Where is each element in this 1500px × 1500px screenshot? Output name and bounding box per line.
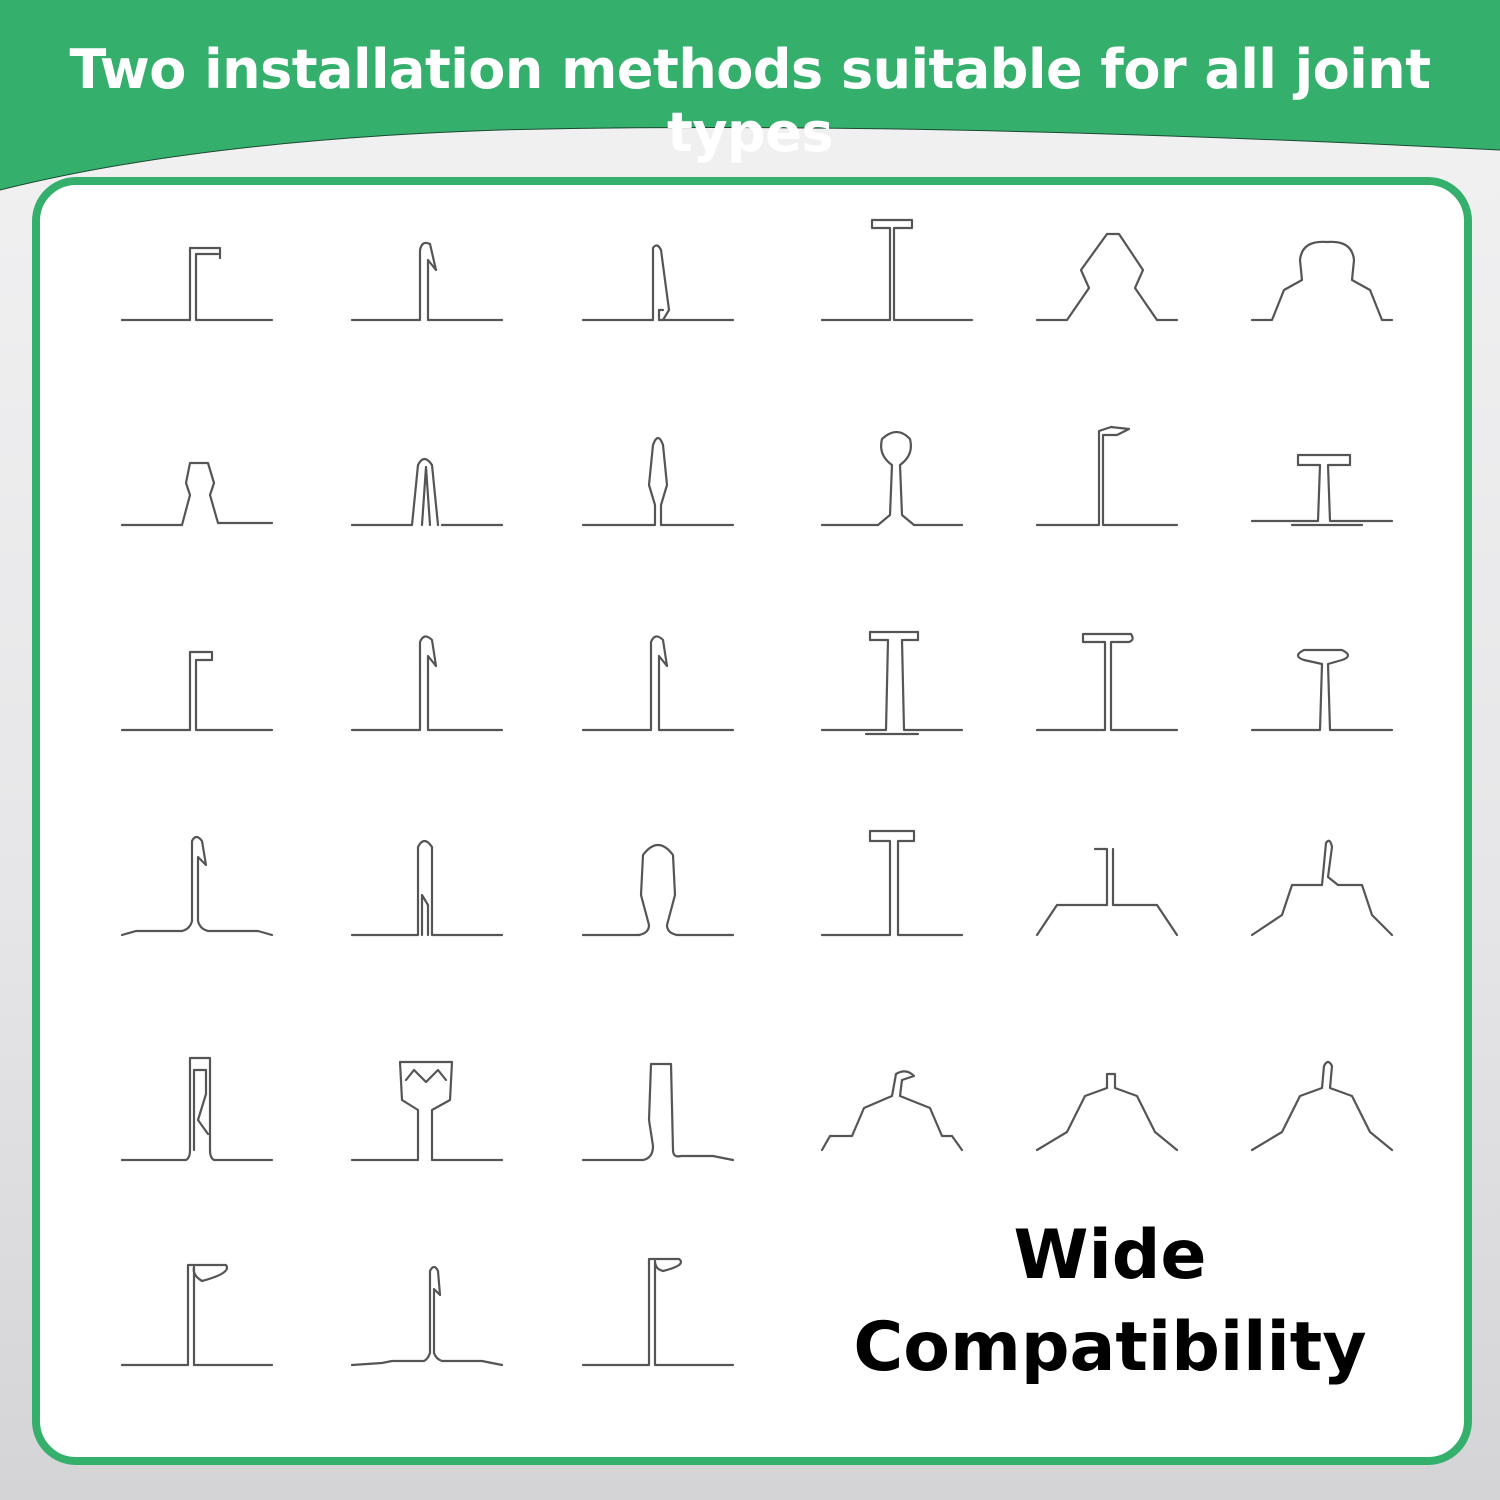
seam-profile-7	[120, 425, 274, 545]
seam-profile-13	[120, 630, 274, 750]
seam-profile-drawing	[120, 1056, 274, 1162]
seam-profile-25	[120, 1050, 274, 1170]
caption-line-1: Wide	[1013, 1216, 1207, 1295]
wide-compatibility-caption: Wide Compatibility	[820, 1210, 1400, 1394]
seam-profile-33	[581, 1257, 735, 1385]
seam-profile-drawing	[1250, 453, 1394, 527]
seam-profile-2	[350, 220, 504, 340]
seam-profile-drawing	[1250, 648, 1394, 732]
seam-profile-drawing	[120, 1263, 274, 1367]
seam-profile-23	[1035, 835, 1187, 955]
seam-profile-22	[820, 829, 972, 955]
seam-profile-1	[120, 220, 274, 340]
seam-profile-14	[350, 630, 504, 750]
seam-profile-drawing	[1035, 632, 1179, 732]
seam-profile-3	[581, 220, 735, 340]
seam-profile-32	[350, 1265, 504, 1385]
seam-profile-drawing	[350, 241, 504, 322]
seam-profile-28	[820, 1050, 972, 1170]
seam-profile-drawing	[350, 1060, 504, 1162]
seam-profile-8	[350, 425, 504, 545]
page-title: Two installation methods suitable for al…	[69, 38, 1431, 164]
seam-profile-12	[1250, 425, 1402, 545]
seam-profile-drawing	[581, 244, 735, 322]
seam-profile-drawing	[1250, 839, 1394, 937]
seam-profile-drawing	[1250, 240, 1394, 322]
seam-profile-drawing	[581, 1062, 735, 1162]
seam-profile-21	[581, 835, 735, 955]
seam-profile-drawing	[1035, 1072, 1179, 1152]
seam-profile-6	[1250, 220, 1402, 340]
seam-profile-drawing	[1035, 232, 1179, 322]
seam-profile-drawing	[820, 630, 964, 736]
seam-profile-18	[1250, 630, 1402, 750]
seam-profile-11	[1035, 425, 1187, 545]
seam-profile-24	[1250, 835, 1402, 955]
seam-profile-27	[581, 1050, 735, 1170]
seam-profile-16	[820, 630, 972, 750]
seam-profile-drawing	[820, 1070, 964, 1152]
seam-profile-drawing	[820, 829, 964, 937]
seam-profile-30	[1250, 1050, 1402, 1170]
caption-line-2: Compatibility	[853, 1308, 1367, 1387]
seam-profile-drawing	[350, 839, 504, 937]
seam-profile-20	[350, 835, 504, 955]
seam-profile-15	[581, 630, 735, 750]
seam-profile-drawing	[820, 430, 964, 527]
header-banner	[0, 0, 1500, 191]
seam-profile-drawing	[581, 436, 735, 527]
seam-profile-5	[1035, 220, 1187, 340]
compatibility-panel	[32, 177, 1472, 1465]
seam-profile-26	[350, 1050, 504, 1170]
seam-profile-drawing	[120, 650, 274, 732]
seam-profile-10	[820, 425, 972, 545]
seam-profile-19	[120, 835, 274, 955]
seam-profile-drawing	[581, 843, 735, 937]
seam-profile-drawing	[820, 218, 974, 322]
seam-profile-29	[1035, 1050, 1187, 1170]
seam-profile-9	[581, 425, 735, 545]
seam-profile-drawing	[120, 461, 274, 527]
seam-profile-drawing	[1035, 847, 1179, 937]
seam-profile-4	[820, 218, 974, 340]
seam-profile-drawing	[120, 835, 274, 937]
seam-profile-drawing	[581, 635, 735, 732]
seam-profile-drawing	[1035, 425, 1179, 527]
seam-profile-31	[120, 1263, 274, 1385]
seam-profile-drawing	[581, 1257, 735, 1367]
seam-profile-drawing	[350, 1265, 504, 1367]
seam-profile-drawing	[350, 457, 504, 527]
seam-profile-drawing	[1250, 1060, 1394, 1152]
seam-profile-17	[1035, 630, 1187, 750]
seam-profile-drawing	[350, 635, 504, 732]
seam-profile-drawing	[120, 246, 274, 322]
